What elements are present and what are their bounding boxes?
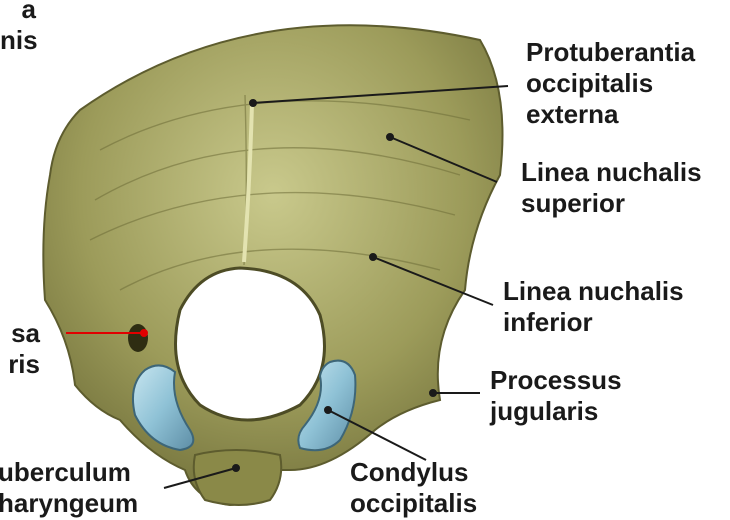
label-top-left-cropped: a nis bbox=[0, 0, 36, 56]
label-fossa-condylaris-cropped: sa ris bbox=[0, 318, 40, 380]
label-linea-nuchalis-superior: Linea nuchalis superior bbox=[521, 157, 702, 219]
foramen-magnum bbox=[176, 268, 325, 420]
label-condylus-occipitalis: Condylus occipitalis bbox=[350, 457, 477, 519]
label-protuberantia-occipitalis-externa: Protuberantia occipitalis externa bbox=[526, 37, 695, 130]
fossa-condylaris bbox=[128, 324, 148, 352]
label-linea-nuchalis-inferior: Linea nuchalis inferior bbox=[503, 276, 684, 338]
label-processus-jugularis: Processus jugularis bbox=[490, 365, 622, 427]
pars-basilaris bbox=[194, 450, 282, 505]
label-tuberculum-pharyngeum-cropped: uberculum haryngeum bbox=[0, 457, 138, 519]
occipital-squama bbox=[43, 25, 502, 505]
